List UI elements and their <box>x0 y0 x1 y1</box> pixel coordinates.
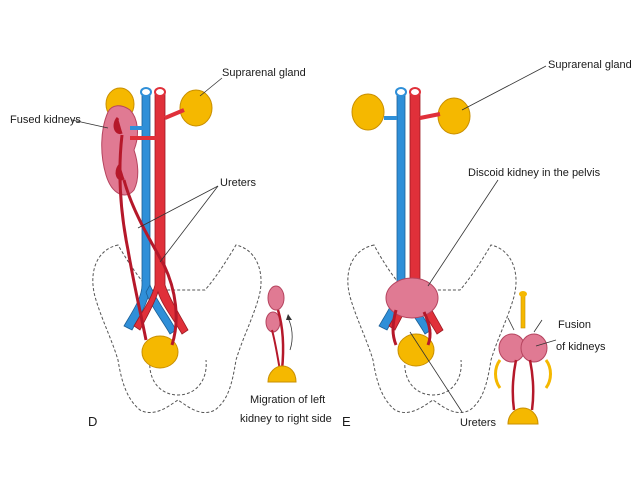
label-fusion-line1: Fusion <box>558 319 591 331</box>
label-migration-line1: Migration of left <box>250 394 325 406</box>
pelvis-inner-outline <box>149 359 207 396</box>
label-discoid-kidney: Discoid kidney in the pelvis <box>468 167 601 179</box>
leader-fusion <box>535 339 557 347</box>
bladder-e <box>397 333 435 367</box>
inset-side-vessel-left <box>494 359 502 389</box>
suprarenal-artery-e <box>419 112 441 120</box>
pelvis-outline-e <box>347 244 517 414</box>
label-migration-line2: kidney to right side <box>240 413 332 425</box>
aorta-opening-e <box>409 87 421 97</box>
inset-ureter-right <box>528 359 535 411</box>
leader-ureters-e <box>409 331 463 413</box>
label-fused-kidneys: Fused kidneys <box>10 114 81 126</box>
bladder <box>141 335 179 369</box>
discoid-ureter-2 <box>422 311 432 346</box>
inset-arrowhead <box>286 314 292 320</box>
inset-arrow-left <box>507 317 515 331</box>
label-suprarenal-gland-e: Suprarenal gland <box>548 59 632 71</box>
leader-discoid-kidney <box>427 179 499 287</box>
aorta-opening <box>154 87 166 97</box>
inset-arrow-right <box>533 319 543 333</box>
panel-d: Fused kidneys Suprarenal gland Ureters D… <box>10 67 332 429</box>
inset-kidney-upper <box>267 285 285 311</box>
ivc-opening-e <box>395 87 407 97</box>
panel-e: Suprarenal gland Discoid kidney in the p… <box>342 59 632 429</box>
leader-ureters-d-2 <box>159 185 219 263</box>
label-suprarenal-gland-d: Suprarenal gland <box>222 67 306 79</box>
inset-ureter-left <box>511 359 518 411</box>
leader-suprarenal-d <box>199 77 223 97</box>
suprarenal-gland-left-e <box>351 93 385 131</box>
inset-arrow <box>287 317 293 351</box>
fusion-inset <box>494 291 552 425</box>
discoid-kidney <box>385 277 439 319</box>
ureter-d-2 <box>122 179 178 346</box>
inset-kidney-lower <box>265 311 281 333</box>
inset-gland-stalk <box>520 291 526 329</box>
discoid-ureter-1 <box>391 309 398 346</box>
inset-ureter-2 <box>271 329 281 371</box>
inset-ureter <box>276 309 285 371</box>
label-fusion-line2: of kidneys <box>556 341 606 353</box>
label-ureters-e: Ureters <box>460 417 497 429</box>
label-ureters-d: Ureters <box>220 177 257 189</box>
leader-suprarenal-e <box>461 65 547 111</box>
inset-bladder <box>267 365 297 383</box>
renal-pelvis-upper <box>113 117 123 135</box>
suprarenal-gland-right-e <box>437 97 471 135</box>
suprarenal-gland-right <box>179 89 213 127</box>
inset-side-vessel-right <box>544 359 552 389</box>
inset-gland-top <box>519 291 527 297</box>
ureter-d-1 <box>118 134 148 341</box>
inset-bladder-e <box>507 407 539 425</box>
leader-fused-kidneys <box>71 119 109 129</box>
renal-artery-2 <box>164 108 185 120</box>
ivc-opening <box>140 87 152 97</box>
leader-ureters-d-1 <box>137 185 219 229</box>
inset-fused-kidney-right <box>520 333 548 363</box>
pelvis-outline <box>92 244 262 414</box>
migration-inset <box>265 285 297 383</box>
pelvis-inner-outline-e <box>404 359 462 396</box>
panel-letter-d: D <box>88 414 97 429</box>
panel-letter-e: E <box>342 414 351 429</box>
